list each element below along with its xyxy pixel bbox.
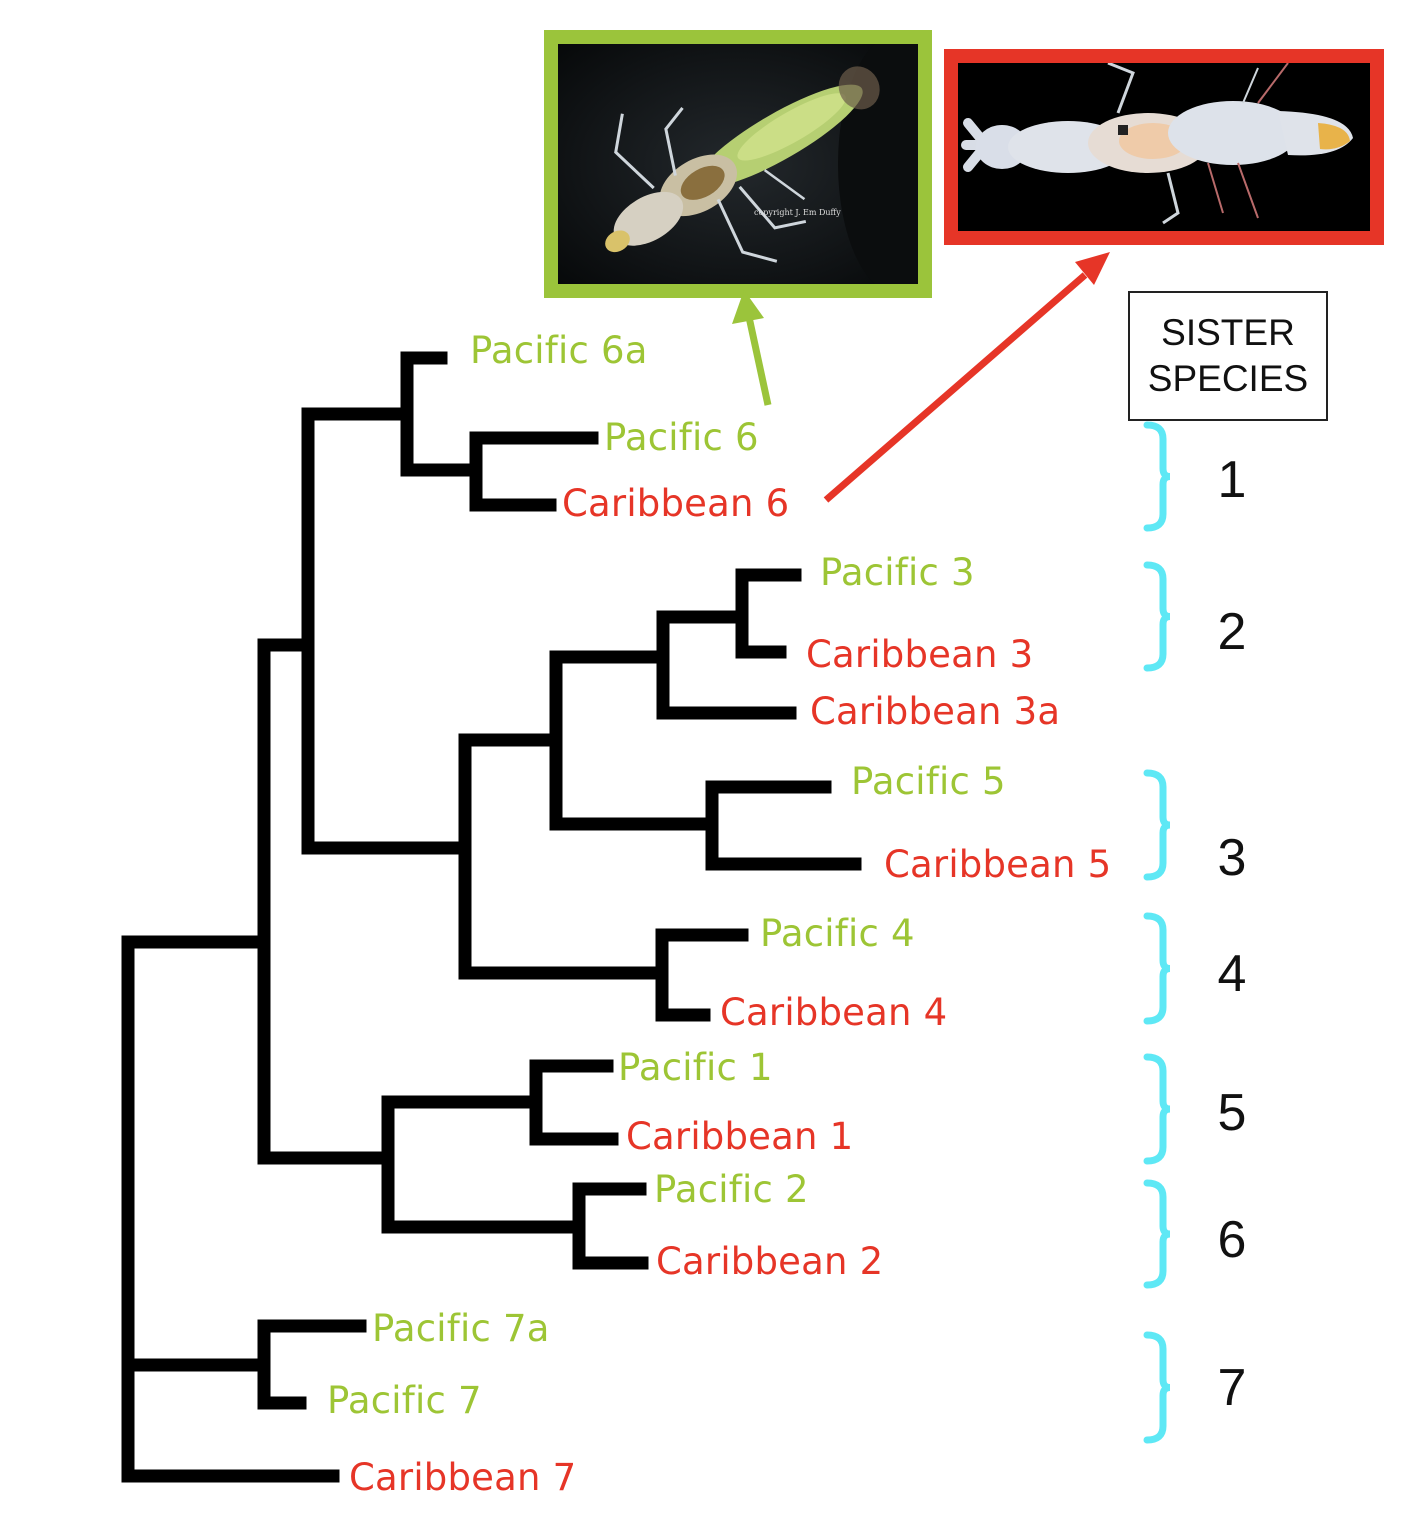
leaf-label: Caribbean 1 [626, 1115, 854, 1158]
legend-line-2: SPECIES [1147, 358, 1309, 399]
tree-branches [121, 351, 862, 1483]
green-arrowhead-icon [732, 290, 764, 324]
sister-pair-number: 1 [1217, 451, 1247, 509]
caribbean-6-shrimp-photo [944, 49, 1384, 245]
sister-pair-number: 7 [1217, 1359, 1247, 1417]
leaf-label: Pacific 4 [760, 912, 915, 955]
sister-pair-number: 6 [1217, 1211, 1247, 1269]
sister-bracket [1143, 1331, 1171, 1444]
arrow-to-pacific-photo [745, 316, 772, 406]
arrow-to-caribbean-photo [823, 272, 1088, 503]
leaf-label: Caribbean 2 [656, 1240, 884, 1283]
sister-bracket [1143, 1053, 1171, 1165]
leaf-label: Caribbean 6 [562, 482, 790, 525]
pacific-shrimp-image [558, 44, 918, 284]
sister-bracket [1143, 421, 1171, 532]
leaf-label: Pacific 1 [618, 1046, 773, 1089]
sister-species-brackets [1143, 421, 1171, 1444]
sister-bracket [1143, 1179, 1171, 1289]
photo-copyright: copyright J. Em Duffy [754, 208, 841, 217]
sister-bracket [1143, 769, 1171, 881]
sister-bracket [1143, 561, 1171, 672]
leaf-label: Pacific 7a [372, 1307, 550, 1350]
leaf-label: Caribbean 5 [884, 843, 1112, 886]
leaf-label: Pacific 7 [327, 1379, 482, 1422]
leaf-label: Pacific 2 [654, 1168, 809, 1211]
leaf-label: Caribbean 3a [810, 690, 1061, 733]
leaf-label: Pacific 6a [470, 329, 648, 372]
red-arrowhead-icon [1075, 252, 1110, 285]
sister-pair-number: 2 [1217, 603, 1247, 661]
leaf-label: Pacific 3 [820, 551, 975, 594]
shrimp-body [961, 63, 1353, 225]
pacific-6-shrimp-photo: copyright J. Em Duffy [544, 30, 932, 298]
sister-pair-number: 3 [1217, 829, 1247, 887]
leaf-label: Caribbean 7 [349, 1456, 577, 1499]
sister-pair-number: 4 [1217, 945, 1247, 1003]
leaf-label: Caribbean 4 [720, 991, 948, 1034]
leaf-label: Pacific 6 [604, 416, 759, 459]
sister-bracket [1143, 912, 1171, 1025]
shrimp-body [605, 66, 880, 263]
caribbean-shrimp-image [958, 63, 1370, 231]
leaf-label: Pacific 5 [851, 760, 1006, 803]
sister-species-legend: SISTER SPECIES [1128, 291, 1328, 421]
legend-line-1: SISTER [1161, 312, 1295, 353]
sister-pair-number: 5 [1217, 1084, 1247, 1142]
leaf-label: Caribbean 3 [806, 633, 1034, 676]
